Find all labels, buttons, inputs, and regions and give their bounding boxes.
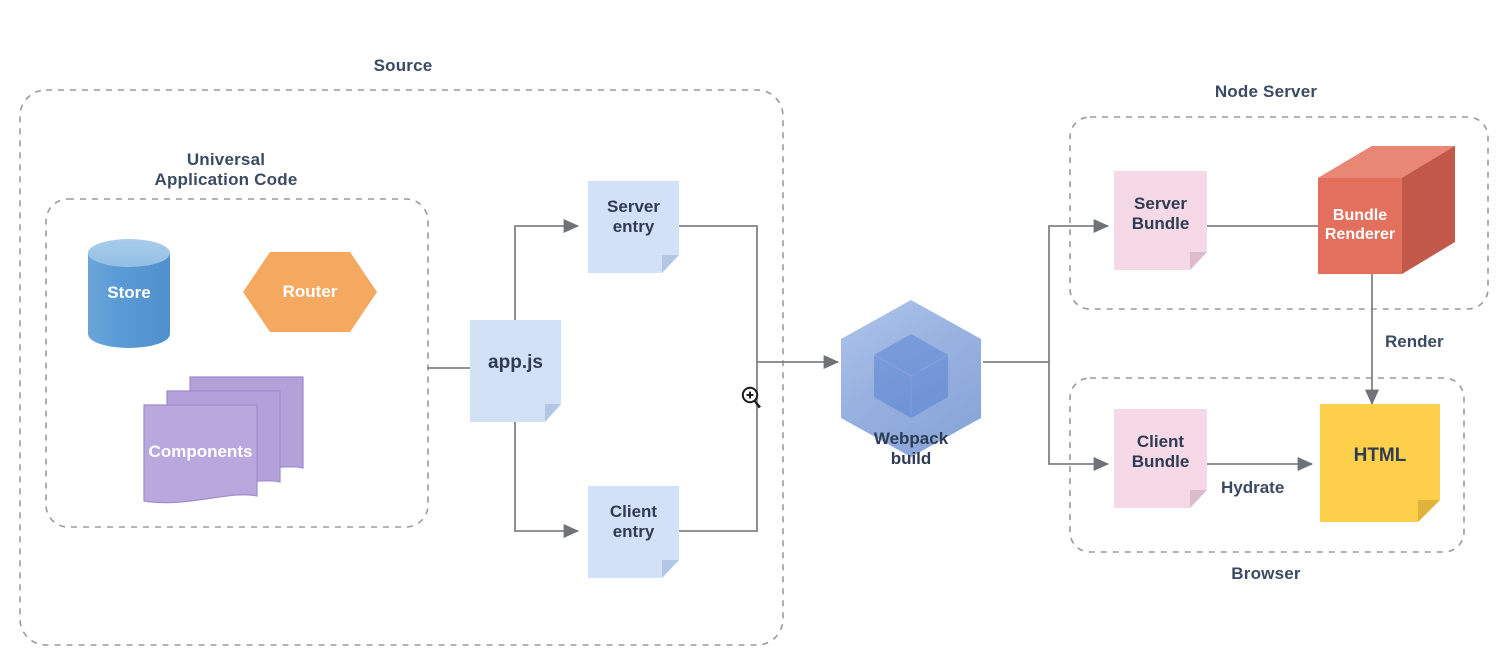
connector-split-to-client-bundle xyxy=(1048,362,1110,472)
client-entry-node xyxy=(588,486,679,578)
router-node xyxy=(243,252,377,332)
html-node xyxy=(1320,404,1440,522)
render-edge-label: Render xyxy=(1385,332,1444,351)
universal-app-code-group-label: Universal Application Code xyxy=(146,150,306,190)
connector-split-to-server-bundle xyxy=(1048,218,1110,362)
server-entry-node xyxy=(588,181,679,273)
universal-app-code-label-line1: Universal xyxy=(186,150,266,169)
hydrate-edge-label: Hydrate xyxy=(1221,478,1285,497)
server-bundle-node xyxy=(1114,171,1207,270)
bundle-renderer-node xyxy=(1318,146,1455,274)
zoom-in-cursor-icon xyxy=(741,386,761,409)
universal-app-code-label-line2: Application Code xyxy=(154,170,298,189)
store-node xyxy=(88,239,170,348)
node-server-group-box xyxy=(1069,116,1489,310)
client-bundle-node xyxy=(1114,409,1207,508)
connector-server-entry-to-webpack xyxy=(679,225,840,370)
browser-group-label: Browser xyxy=(1231,564,1301,583)
connector-appjs-to-server-entry xyxy=(514,218,580,320)
node-server-group-label: Node Server xyxy=(1214,82,1318,101)
connector-appjs-to-client-entry xyxy=(514,418,580,539)
app-js-node xyxy=(470,320,561,422)
source-group-label: Source xyxy=(373,56,433,75)
webpack-logo-icon xyxy=(841,300,981,457)
universal-app-code-group-box xyxy=(45,198,429,528)
components-node xyxy=(143,376,304,504)
connector-client-entry-to-webpack xyxy=(679,362,758,532)
